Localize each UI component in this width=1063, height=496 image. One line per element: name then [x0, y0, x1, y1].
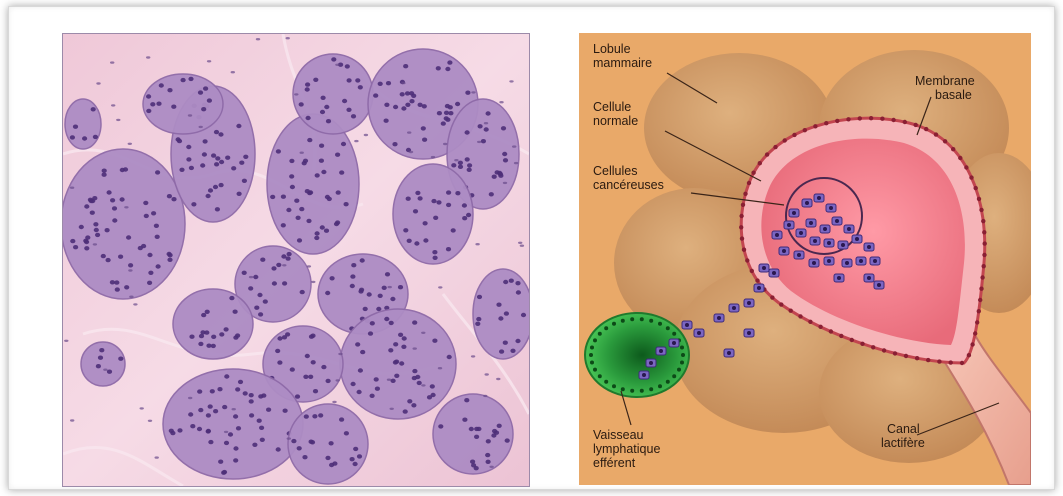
label-cellule-normale: Cellule normale	[593, 100, 638, 128]
label-canal-lactifere: Canal lactifère	[881, 422, 925, 450]
histology-panel	[62, 33, 530, 487]
breast-lobule-diagram-panel: Lobule mammaire Cellule normale Cellules…	[579, 33, 1031, 485]
figure-frame: Lobule mammaire Cellule normale Cellules…	[8, 6, 1055, 490]
breast-lobule-diagram: Lobule mammaire Cellule normale Cellules…	[579, 33, 1031, 485]
histology-micrograph-image	[63, 34, 529, 486]
lymphatic-vessel	[585, 313, 689, 397]
